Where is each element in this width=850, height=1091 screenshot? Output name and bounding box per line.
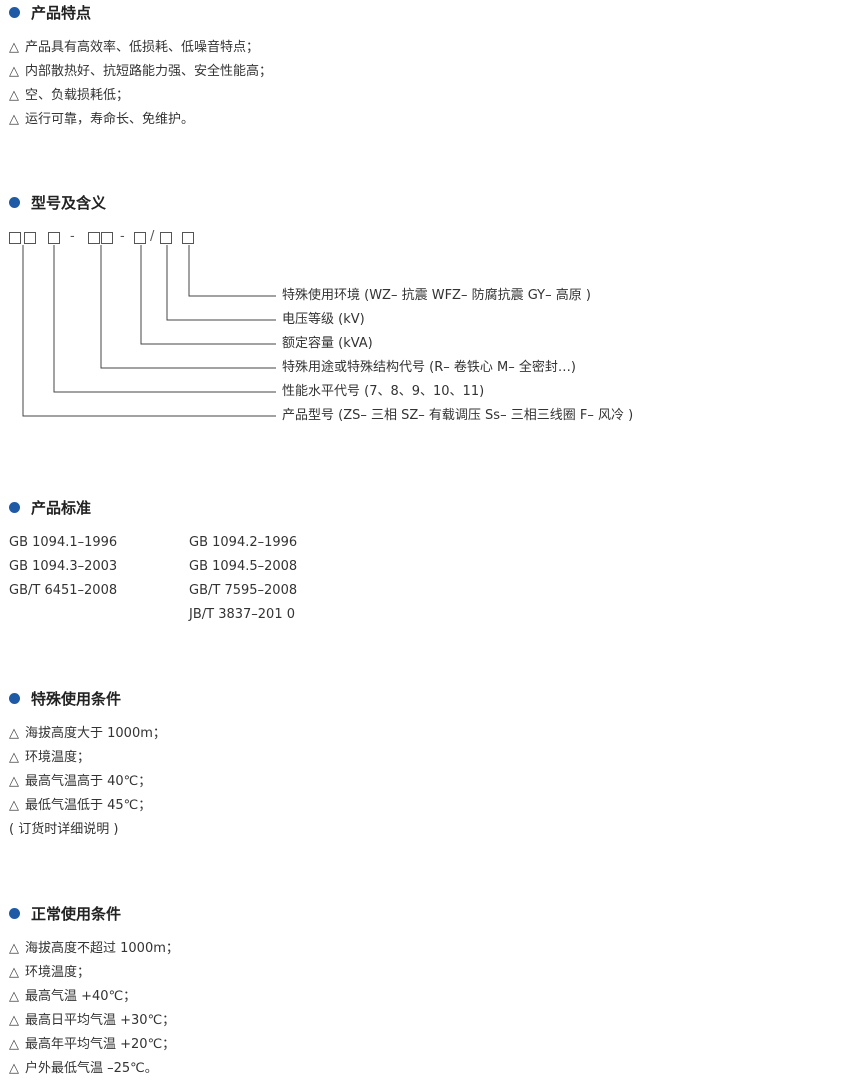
triangle-icon: △ <box>9 941 19 956</box>
section-title-model: 型号及含义 <box>9 192 106 212</box>
triangle-icon: △ <box>9 798 19 813</box>
triangle-icon: △ <box>9 965 19 980</box>
triangle-icon: △ <box>9 64 19 79</box>
leader-line <box>53 245 276 393</box>
feature-item: △产品具有高效率、低损耗、低噪音特点； <box>9 40 260 55</box>
code-box <box>24 232 36 244</box>
triangle-icon: △ <box>9 1013 19 1028</box>
triangle-icon: △ <box>9 774 19 789</box>
section-title-text: 特殊使用条件 <box>31 689 122 708</box>
triangle-icon: △ <box>9 989 19 1004</box>
code-box <box>160 232 172 244</box>
special-condition-item: △环境温度； <box>9 750 91 765</box>
triangle-icon: △ <box>9 88 19 103</box>
triangle-icon: △ <box>9 1061 19 1076</box>
normal-condition-item: △最高气温 +40℃； <box>9 989 137 1004</box>
leader-line <box>100 245 276 369</box>
legend-special-structure: 特殊用途或特殊结构代号 (R– 卷铁心 M– 全密封…) <box>282 360 576 375</box>
triangle-icon: △ <box>9 750 19 765</box>
standard-item: JB/T 3837–201 0 <box>189 607 296 622</box>
section-title-features: 产品特点 <box>9 2 91 22</box>
feature-item: △内部散热好、抗短路能力强、安全性能高； <box>9 64 273 79</box>
leader-line <box>188 245 276 297</box>
normal-condition-item: △海拔高度不超过 1000m； <box>9 941 179 956</box>
legend-product-model: 产品型号 (ZS– 三相 SZ– 有载调压 Ss– 三相三线圈 F– 风冷 ) <box>282 408 634 423</box>
section-title-text: 型号及含义 <box>31 193 107 212</box>
code-box <box>182 232 194 244</box>
leader-line <box>140 245 276 345</box>
special-condition-note: ( 订货时详细说明 ) <box>9 822 119 837</box>
legend-environment: 特殊使用环境 (WZ– 抗震 WFZ– 防腐抗震 GY– 高原 ) <box>282 288 591 303</box>
triangle-icon: △ <box>9 40 19 55</box>
code-box <box>134 232 146 244</box>
section-title-text: 产品特点 <box>31 3 92 22</box>
special-condition-item: △最低气温低于 45℃； <box>9 798 152 813</box>
triangle-icon: △ <box>9 726 19 741</box>
feature-item: △空、负载损耗低； <box>9 88 130 103</box>
bullet-icon <box>9 6 20 18</box>
legend-capacity: 额定容量 (kVA) <box>282 336 373 351</box>
feature-item: △运行可靠，寿命长、免维护。 <box>9 112 195 127</box>
code-separator: - <box>70 229 75 244</box>
special-condition-item: △海拔高度大于 1000m； <box>9 726 166 741</box>
normal-condition-item: △户外最低气温 –25℃。 <box>9 1061 158 1076</box>
leader-line <box>166 245 276 321</box>
legend-voltage: 电压等级 (kV) <box>282 312 365 327</box>
legend-performance-level: 性能水平代号 (7、8、9、10、11) <box>282 384 485 399</box>
code-box <box>9 232 21 244</box>
bullet-icon <box>9 692 20 704</box>
section-title-normal-conditions: 正常使用条件 <box>9 903 121 923</box>
triangle-icon: △ <box>9 1037 19 1052</box>
code-box <box>88 232 100 244</box>
standard-item: GB 1094.1–1996 <box>9 535 118 550</box>
section-title-text: 产品标准 <box>31 498 92 517</box>
normal-condition-item: △最高日平均气温 +30℃； <box>9 1013 176 1028</box>
standard-item: GB/T 6451–2008 <box>9 583 118 598</box>
code-separator: / <box>150 229 155 244</box>
section-title-text: 正常使用条件 <box>31 904 122 923</box>
normal-condition-item: △最高年平均气温 +20℃； <box>9 1037 176 1052</box>
bullet-icon <box>9 196 20 208</box>
triangle-icon: △ <box>9 112 19 127</box>
standard-item: GB 1094.5–2008 <box>189 559 298 574</box>
special-condition-item: △最高气温高于 40℃； <box>9 774 152 789</box>
normal-condition-item: △环境温度； <box>9 965 91 980</box>
standard-item: GB 1094.2–1996 <box>189 535 298 550</box>
code-box <box>101 232 113 244</box>
standard-item: GB 1094.3–2003 <box>9 559 118 574</box>
bullet-icon <box>9 501 20 513</box>
bullet-icon <box>9 907 20 919</box>
standard-item: GB/T 7595–2008 <box>189 583 298 598</box>
leader-line <box>22 245 276 417</box>
code-box <box>48 232 60 244</box>
section-title-special-conditions: 特殊使用条件 <box>9 688 121 708</box>
section-title-standards: 产品标准 <box>9 497 91 517</box>
code-separator: - <box>120 229 125 244</box>
